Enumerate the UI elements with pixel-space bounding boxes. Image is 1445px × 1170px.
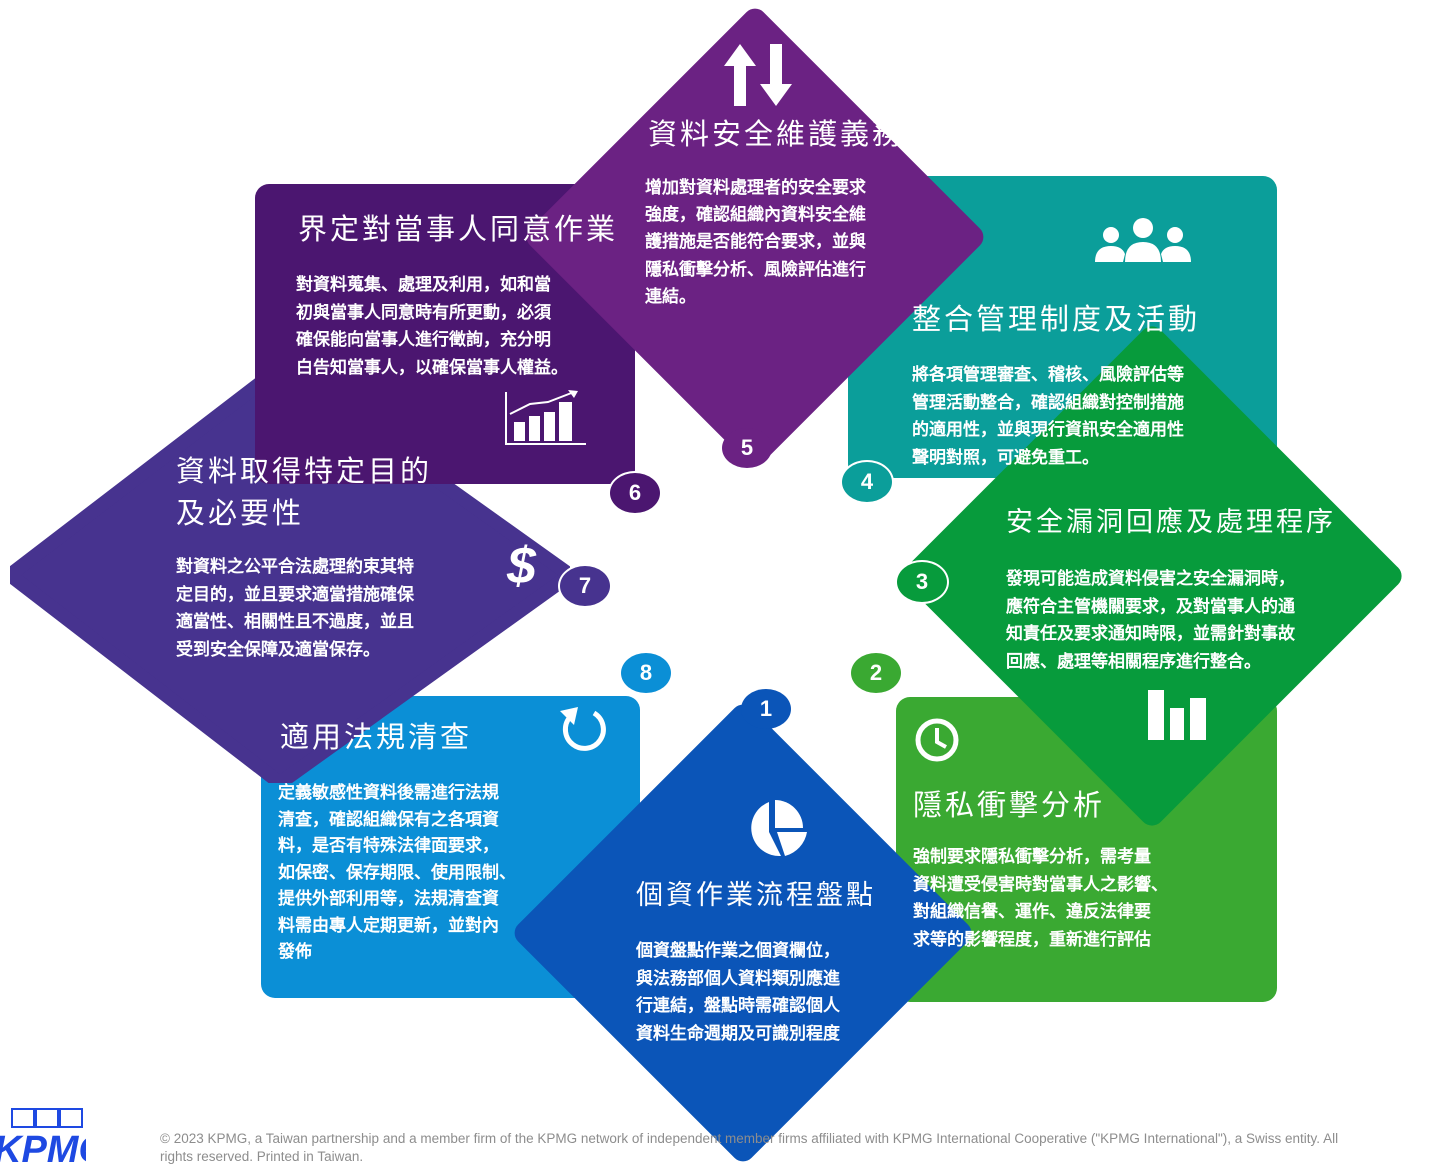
step-1-desc: 個資盤點作業之個資欄位， 與法務部個人資料類別應進 行連結，盤點時需確認個人 資… — [636, 941, 840, 1044]
step-badge-8: 8 — [621, 653, 671, 693]
footer-copyright: © 2023 KPMG, a Taiwan partnership and a … — [160, 1131, 1339, 1164]
step-badge-6: 6 — [608, 471, 662, 515]
step-8-title: 適用法規清查 — [280, 720, 473, 754]
logo-text: KPMG — [0, 1129, 86, 1166]
clock-icon — [912, 715, 962, 769]
step-3-desc: 發現可能造成資料侵害之安全漏洞時， 應符合主管機關要求，及對當事人的通 知責任及… — [1006, 569, 1295, 672]
step-4-desc: 將各項管理審查、稽核、風險評估等 管理活動整合，確認組織對控制措施 的適用性，並… — [912, 365, 1184, 468]
step-badge-4: 4 — [840, 460, 894, 504]
step-4-title: 整合管理制度及活動 — [912, 302, 1201, 336]
step-5-desc: 增加對資料處理者的安全要求 強度，確認組織內資料安全維 護措施是否能符合要求，並… — [645, 178, 866, 307]
step-6-title: 界定對當事人同意作業 — [298, 212, 619, 246]
pie-chart-icon — [739, 798, 811, 862]
step-5-title: 資料安全維護義務 — [648, 117, 905, 151]
step-1-title: 個資作業流程盤點 — [636, 880, 876, 911]
refresh-icon — [558, 703, 614, 757]
dollar-icon: $ — [507, 537, 536, 595]
step-badge-1: 1 — [741, 689, 791, 729]
bar-chart-icon — [1148, 690, 1208, 744]
people-icon — [1093, 218, 1193, 268]
arrows-updown-icon — [722, 42, 794, 112]
step-badge-7: 7 — [558, 564, 612, 608]
step-2-desc: 強制要求隱私衝擊分析，需考量 資料遭受侵害時對當事人之影響、 對組織信譽、運作、… — [913, 847, 1168, 950]
step-7-title: 資料取得特定目的 及必要性 — [176, 454, 433, 531]
step-7-box — [3, 361, 577, 790]
step-badge-5: 5 — [722, 428, 772, 468]
kpmg-logo: KPMG — [0, 1108, 108, 1170]
step-8-desc: 定義敏感性資料後需進行法規 清查，確認組織保有之各項資 料，是否有特殊法律面要求… — [278, 783, 516, 963]
step-badge-3: 3 — [895, 560, 949, 604]
step-2-title: 隱私衝擊分析 — [913, 788, 1106, 822]
step-badge-2: 2 — [851, 653, 901, 693]
growth-chart-icon — [502, 390, 588, 450]
step-3-title: 安全漏洞回應及處理程序 — [1006, 507, 1336, 538]
step-7-desc: 對資料之公平合法處理約束其特 定目的，並且要求適當措施確保 適當性、相關性且不過… — [176, 557, 414, 660]
step-6-desc: 對資料蒐集、處理及利用，如和當 初與當事人同意時有所更動，必須 確保能向當事人進… — [296, 275, 568, 378]
